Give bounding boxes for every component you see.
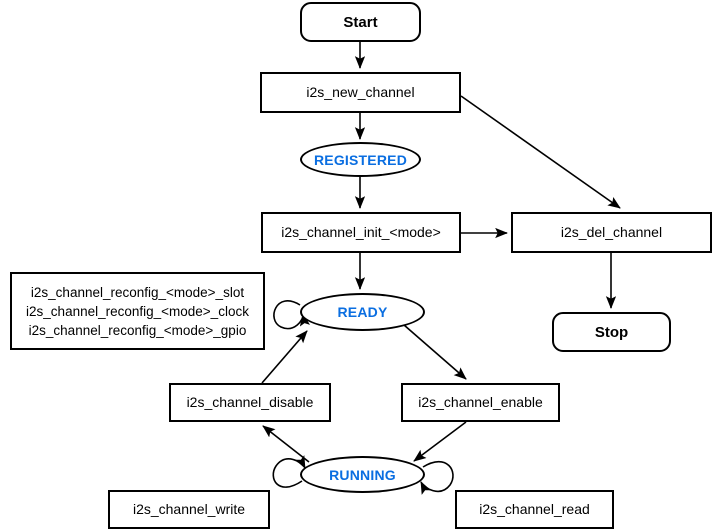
node-state-ready[interactable]: READY xyxy=(300,293,425,331)
node-start[interactable]: Start xyxy=(300,2,421,42)
node-state-running[interactable]: RUNNING xyxy=(300,456,425,493)
edge-ready-to-channel-enable xyxy=(403,324,467,380)
node-state-registered-label: REGISTERED xyxy=(313,151,407,168)
node-i2s-del-channel-label: i2s_del_channel xyxy=(560,224,663,240)
node-i2s-channel-disable[interactable]: i2s_channel_disable xyxy=(169,383,331,422)
node-stop-label: Stop xyxy=(594,323,629,341)
node-i2s-channel-reconfig-label: i2s_channel_reconfig_<mode>_slot i2s_cha… xyxy=(26,285,249,338)
node-state-running-label: RUNNING xyxy=(329,466,396,483)
node-state-registered[interactable]: REGISTERED xyxy=(300,142,421,177)
edge-running-to-channel-disable xyxy=(262,425,310,463)
edge-channel-disable-to-ready xyxy=(261,330,308,384)
node-i2s-channel-write[interactable]: i2s_channel_write xyxy=(108,490,270,529)
node-i2s-channel-init-label: i2s_channel_init_<mode> xyxy=(281,224,441,240)
node-i2s-new-channel[interactable]: i2s_new_channel xyxy=(260,72,461,113)
edge-ready-self-loop xyxy=(273,300,310,330)
node-i2s-channel-enable-label: i2s_channel_enable xyxy=(418,394,543,410)
node-state-ready-label: READY xyxy=(337,304,388,320)
node-i2s-del-channel[interactable]: i2s_del_channel xyxy=(511,212,712,253)
edge-running-self-loop-read xyxy=(420,460,454,495)
node-i2s-channel-reconfig[interactable]: i2s_channel_reconfig_<mode>_slot i2s_cha… xyxy=(10,272,265,350)
node-start-label: Start xyxy=(343,13,378,31)
edge-new-channel-to-del-channel xyxy=(460,95,621,209)
node-i2s-channel-read[interactable]: i2s_channel_read xyxy=(455,490,614,529)
node-stop[interactable]: Stop xyxy=(552,312,671,352)
edge-channel-enable-to-running xyxy=(413,421,467,462)
node-i2s-channel-enable[interactable]: i2s_channel_enable xyxy=(401,383,560,422)
node-i2s-channel-init[interactable]: i2s_channel_init_<mode> xyxy=(261,212,461,253)
node-i2s-channel-read-label: i2s_channel_read xyxy=(479,501,590,517)
node-i2s-new-channel-label: i2s_new_channel xyxy=(306,84,415,100)
node-i2s-channel-disable-label: i2s_channel_disable xyxy=(186,394,314,410)
node-i2s-channel-write-label: i2s_channel_write xyxy=(132,501,246,517)
